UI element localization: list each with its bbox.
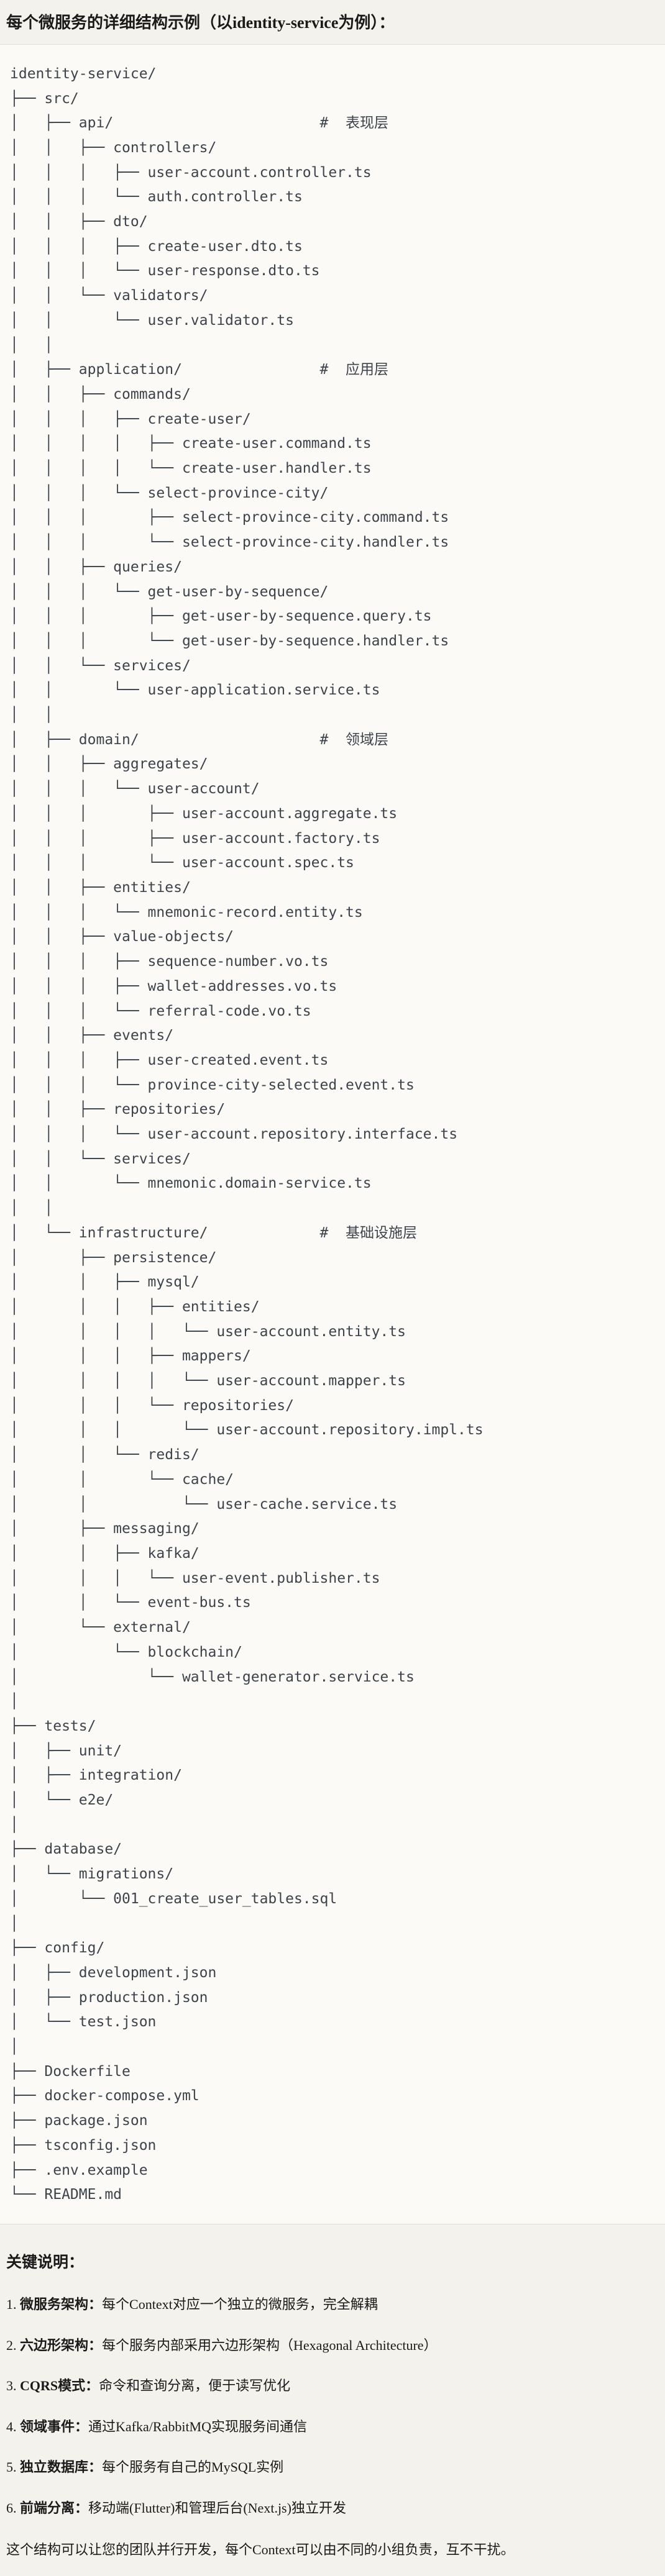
note-colon: ： bbox=[75, 2500, 89, 2516]
note-item-hexagonal: 2. 六边形架构：每个服务内部采用六边形架构（Hexagonal Archite… bbox=[6, 2337, 655, 2354]
note-item-domain-events: 4. 领域事件：通过Kafka/RabbitMQ实现服务间通信 bbox=[6, 2418, 655, 2436]
note-number: 1. bbox=[6, 2296, 20, 2313]
note-term: 独立数据库 bbox=[20, 2459, 89, 2475]
note-term: 微服务架构 bbox=[20, 2296, 89, 2313]
note-desc: 每个服务内部采用六边形架构（Hexagonal Architecture） bbox=[102, 2337, 438, 2353]
note-colon: ： bbox=[88, 2296, 103, 2313]
note-desc: 每个服务有自己的MySQL实例 bbox=[102, 2459, 284, 2475]
note-number: 2. bbox=[6, 2337, 20, 2353]
note-colon: ： bbox=[85, 2378, 99, 2394]
note-colon: ： bbox=[88, 2459, 103, 2475]
note-item-database: 5. 独立数据库：每个服务有自己的MySQL实例 bbox=[6, 2459, 655, 2476]
closing-remark: 这个结构可以让您的团队并行开发，每个Context可以由不同的小组负责，互不干扰… bbox=[6, 2542, 515, 2558]
note-term: 六边形架构 bbox=[20, 2337, 89, 2353]
note-number: 5. bbox=[6, 2459, 20, 2475]
directory-tree: identity-service/ ├── src/ │ ├── api/ # … bbox=[10, 65, 484, 2203]
note-number: 4. bbox=[6, 2418, 20, 2434]
note-desc: 命令和查询分离，便于读写优化 bbox=[99, 2378, 291, 2394]
note-term: CQRS模式 bbox=[20, 2378, 86, 2394]
note-number: 6. bbox=[6, 2500, 20, 2516]
note-item-frontend: 6. 前端分离：移动端(Flutter)和管理后台(Next.js)独立开发 bbox=[6, 2500, 655, 2517]
code-block: identity-service/ ├── src/ │ ├── api/ # … bbox=[0, 44, 665, 2224]
note-term: 领域事件 bbox=[20, 2418, 75, 2434]
page-title: 每个微服务的详细结构示例（以identity-service为例）： bbox=[0, 0, 665, 45]
note-item-cqrs: 3. CQRS模式：命令和查询分离，便于读写优化 bbox=[6, 2377, 655, 2395]
note-colon: ： bbox=[75, 2418, 89, 2434]
note-term: 前端分离 bbox=[20, 2500, 75, 2516]
note-item-microservice: 1. 微服务架构：每个Context对应一个独立的微服务，完全解耦 bbox=[6, 2296, 655, 2313]
note-colon: ： bbox=[88, 2337, 103, 2353]
note-number: 3. bbox=[6, 2378, 20, 2394]
notes-section: 关键说明： 1. 微服务架构：每个Context对应一个独立的微服务，完全解耦 … bbox=[0, 2224, 665, 2576]
note-desc: 移动端(Flutter)和管理后台(Next.js)独立开发 bbox=[88, 2500, 346, 2516]
notes-heading: 关键说明： bbox=[6, 2254, 85, 2271]
note-desc: 通过Kafka/RabbitMQ实现服务间通信 bbox=[88, 2418, 307, 2434]
note-desc: 每个Context对应一个独立的微服务，完全解耦 bbox=[102, 2296, 378, 2313]
